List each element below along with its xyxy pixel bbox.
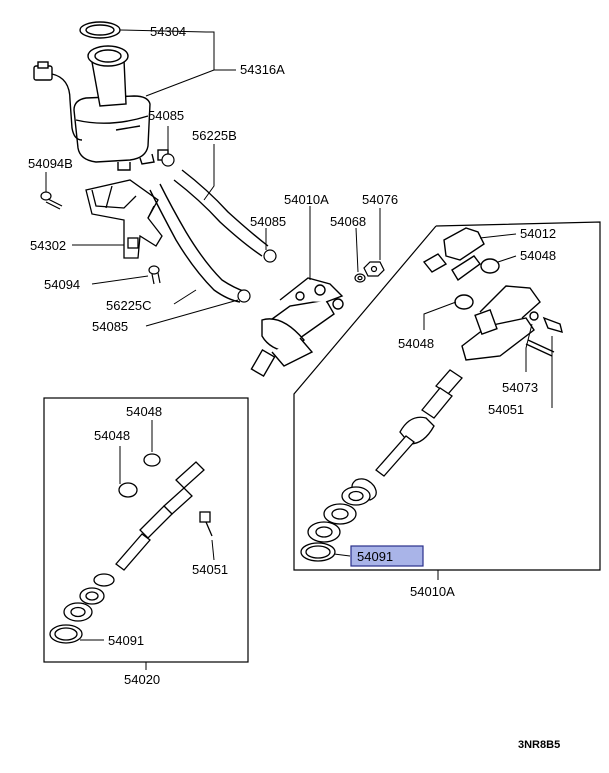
bolt-54094 [148, 265, 161, 285]
label-54091-highlighted[interactable]: 54091 [357, 549, 393, 564]
label-54085-low[interactable]: 54085 [92, 319, 128, 334]
label-54051-l[interactable]: 54051 [192, 562, 228, 577]
diagram-code: 3NR8B5 [518, 739, 560, 751]
label-54051-r[interactable]: 54051 [488, 402, 524, 417]
label-54010A-bottom[interactable]: 54010A [410, 584, 455, 599]
label-54068[interactable]: 54068 [330, 214, 366, 229]
label-56225B[interactable]: 56225B [192, 128, 237, 143]
label-54048-r1[interactable]: 54048 [520, 248, 556, 263]
label-54085-mid[interactable]: 54085 [250, 214, 286, 229]
label-54020[interactable]: 54020 [124, 672, 160, 687]
label-54094B[interactable]: 54094B [28, 156, 73, 171]
valve-body-right [422, 227, 563, 361]
label-54012[interactable]: 54012 [520, 226, 556, 241]
reservoir-assembly [33, 21, 169, 171]
label-54316A[interactable]: 54316A [240, 62, 285, 77]
rings-54068-54076 [354, 261, 385, 283]
label-54048-r2[interactable]: 54048 [398, 336, 434, 351]
hose-clamps [161, 153, 277, 303]
part-labels: 54304 54316A 54085 54094B 56225B 54010A … [28, 24, 556, 687]
label-54073[interactable]: 54073 [502, 380, 538, 395]
label-54048-l1[interactable]: 54048 [126, 404, 162, 419]
spool-stack-left [49, 453, 213, 644]
hoses [149, 169, 269, 303]
label-54094[interactable]: 54094 [44, 277, 80, 292]
highlighted-part-box[interactable] [350, 545, 424, 567]
label-54085-top[interactable]: 54085 [148, 108, 184, 123]
label-54304[interactable]: 54304 [150, 24, 186, 39]
spool-stack-right [300, 369, 463, 562]
label-54048-l2[interactable]: 54048 [94, 428, 130, 443]
leader-lines [45, 29, 553, 670]
label-54302[interactable]: 54302 [30, 238, 66, 253]
label-54091-l[interactable]: 54091 [108, 633, 144, 648]
box-54010A [293, 221, 601, 571]
bolt-54094B [40, 191, 63, 210]
label-56225C[interactable]: 56225C [106, 298, 152, 313]
label-54076[interactable]: 54076 [362, 192, 398, 207]
label-54010A-top[interactable]: 54010A [284, 192, 329, 207]
valve-body-upper [250, 277, 344, 377]
